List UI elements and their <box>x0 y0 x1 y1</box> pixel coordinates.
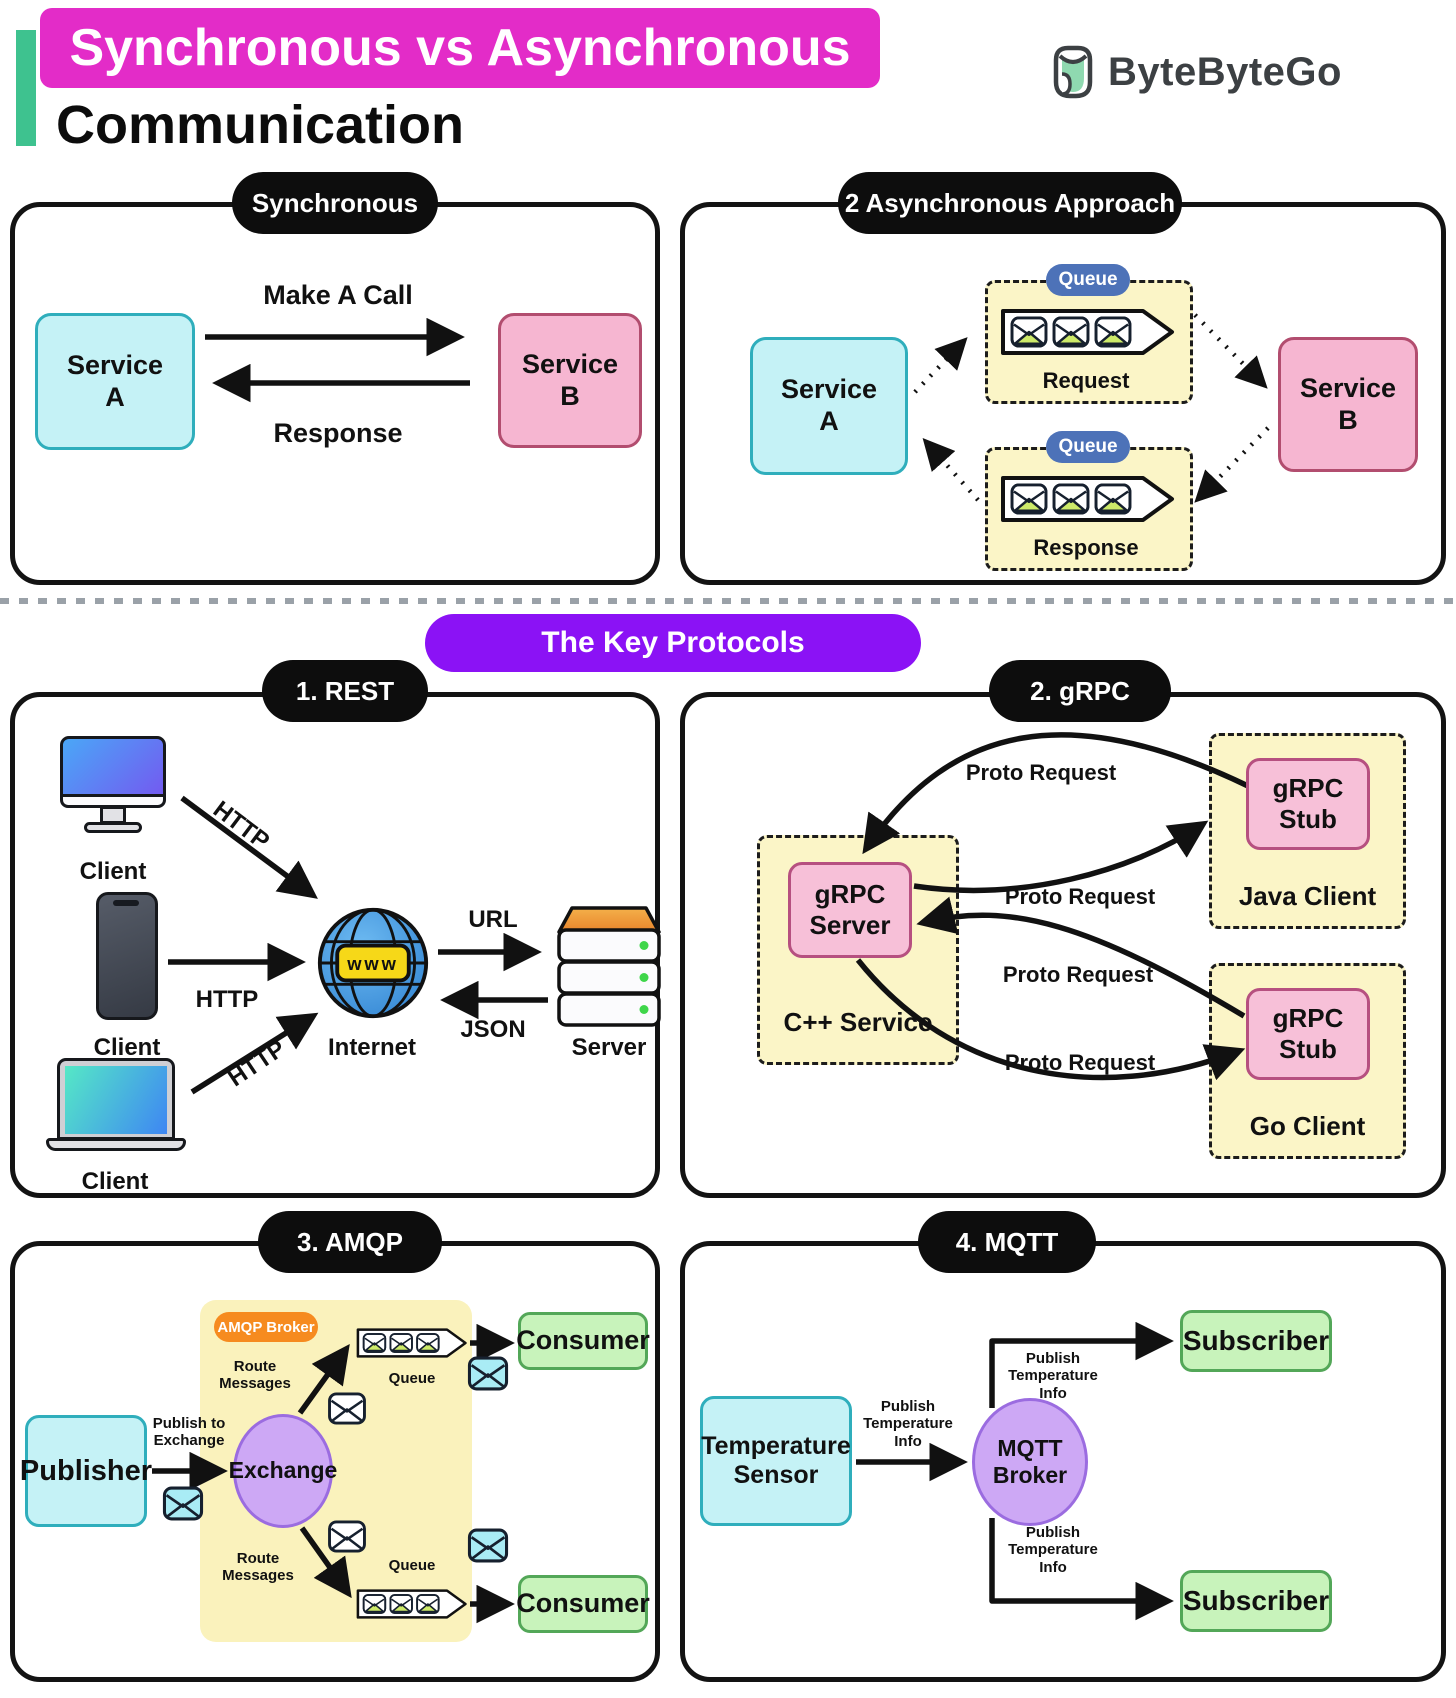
amqp-publish-to-label: Publish to Exchange <box>152 1415 226 1450</box>
header: Synchronous vs Asynchronous Communicatio… <box>0 0 1456 165</box>
proto-request-label-2: Proto Request <box>1004 884 1156 909</box>
grpc-cpp-label: C++ Service <box>783 1007 933 1037</box>
amqp-exchange-ellipse: Exchange <box>229 1414 337 1528</box>
page-title-highlight-text: Synchronous vs Asynchronous <box>69 19 851 77</box>
badge-amqp: 3. AMQP <box>258 1211 442 1273</box>
bytebytego-owl-icon <box>1053 45 1093 99</box>
badge-grpc-text: 2. gRPC <box>1030 675 1130 706</box>
laptop-client-icon <box>46 1058 186 1158</box>
amqp-broker-badge-text: AMQP Broker <box>217 1318 315 1336</box>
laptop-client-label: Client <box>81 1168 149 1195</box>
amqp-consumer-bottom-envelope-icon <box>467 1528 509 1563</box>
amqp-consumer-top-box: Consumer <box>516 1312 650 1370</box>
mqtt-publish-label-3: Publish Temperature Info <box>1008 1524 1098 1576</box>
phone-client-icon <box>96 892 158 1020</box>
grpc-java-label: Java Client <box>1238 881 1377 911</box>
internet-label: Internet <box>327 1034 416 1061</box>
async-service-a-box: Service A <box>750 337 908 475</box>
desktop-client-icon <box>60 736 172 840</box>
sync-response-label: Response <box>273 418 403 448</box>
grpc-server-box: gRPC Server <box>788 862 912 958</box>
badge-mqtt: 4. MQTT <box>918 1211 1096 1273</box>
header-accent-bar <box>16 30 36 146</box>
amqp-envelope-top-icon <box>327 1392 367 1425</box>
mqtt-subscriber-top-box: Subscriber <box>1180 1310 1332 1372</box>
phone-client-label: Client <box>93 1034 161 1061</box>
request-queue-envelopes-icon <box>1000 308 1176 356</box>
sync-service-b-box: Service B <box>498 313 642 448</box>
desktop-client-label: Client <box>79 858 147 885</box>
server-label: Server <box>571 1034 647 1061</box>
sync-service-a-box: Service A <box>35 313 195 450</box>
amqp-envelope-bottom-icon <box>327 1520 367 1553</box>
mqtt-subscriber-bottom-box: Subscriber <box>1180 1570 1332 1632</box>
mqtt-publish-label-2: Publish Temperature Info <box>1008 1350 1098 1402</box>
async-request-queue-badge-text: Queue <box>1058 269 1118 290</box>
amqp-publisher-box: Publisher <box>20 1415 152 1527</box>
page-title-highlight: Synchronous vs Asynchronous <box>40 8 880 88</box>
mqtt-publish-label-1: Publish Temperature Info <box>863 1398 953 1450</box>
page-title-line2: Communication <box>56 95 465 155</box>
async-response-label: Response <box>1033 535 1139 560</box>
key-protocols-banner: The Key Protocols <box>425 614 921 672</box>
amqp-broker-badge: AMQP Broker <box>214 1312 318 1342</box>
amqp-consumer-top-envelope-icon <box>467 1356 509 1391</box>
async-response-queue-badge-text: Queue <box>1058 436 1118 457</box>
mqtt-sensor-box: Temperature Sensor <box>700 1396 852 1526</box>
badge-rest: 1. REST <box>262 660 428 722</box>
www-label: www <box>346 953 399 974</box>
mqtt-broker-ellipse: MQTT Broker <box>972 1398 1088 1526</box>
brand-name: ByteByteGo <box>1108 50 1342 94</box>
grpc-go-label: Go Client <box>1249 1111 1366 1141</box>
response-queue-envelopes-icon <box>1000 475 1176 523</box>
amqp-queue-top-label: Queue <box>388 1370 436 1387</box>
grpc-go-stub-box: gRPC Stub <box>1246 988 1370 1080</box>
proto-request-label-3: Proto Request <box>1002 962 1154 987</box>
amqp-publisher-envelope-icon <box>162 1486 204 1521</box>
proto-request-label-4: Proto Request <box>1004 1050 1156 1075</box>
http-label-2: HTTP <box>195 986 259 1013</box>
key-protocols-banner-text: The Key Protocols <box>541 626 805 659</box>
json-label: JSON <box>460 1016 526 1043</box>
amqp-route-label-top: Route Messages <box>219 1358 291 1393</box>
server-icon <box>557 906 661 1027</box>
badge-asynchronous: 2 Asynchronous Approach <box>838 172 1182 234</box>
brand-logo: ByteByteGo <box>1046 44 1346 102</box>
badge-amqp-text: 3. AMQP <box>297 1226 403 1257</box>
badge-synchronous: Synchronous <box>232 172 438 234</box>
async-request-queue-badge: Queue <box>1046 264 1130 296</box>
badge-grpc: 2. gRPC <box>989 660 1171 722</box>
badge-mqtt-text: 4. MQTT <box>955 1226 1059 1257</box>
async-response-queue-badge: Queue <box>1046 431 1130 463</box>
badge-rest-text: 1. REST <box>295 675 395 706</box>
proto-request-label-1: Proto Request <box>965 760 1117 785</box>
badge-synchronous-text: Synchronous <box>251 187 419 218</box>
badge-asynchronous-text: 2 Asynchronous Approach <box>844 187 1176 218</box>
sync-call-label: Make A Call <box>263 280 413 310</box>
grpc-java-stub-box: gRPC Stub <box>1246 758 1370 850</box>
amqp-route-label-bottom: Route Messages <box>222 1550 294 1585</box>
amqp-queue-top-icon <box>356 1322 468 1364</box>
async-request-label: Request <box>1042 368 1130 393</box>
amqp-consumer-bottom-box: Consumer <box>516 1575 650 1633</box>
amqp-queue-bottom-label: Queue <box>388 1557 436 1574</box>
url-label: URL <box>468 906 518 933</box>
async-service-b-box: Service B <box>1278 337 1418 472</box>
section-divider <box>0 598 1456 604</box>
internet-globe-icon: www <box>317 907 429 1019</box>
amqp-queue-bottom-icon <box>356 1583 468 1625</box>
